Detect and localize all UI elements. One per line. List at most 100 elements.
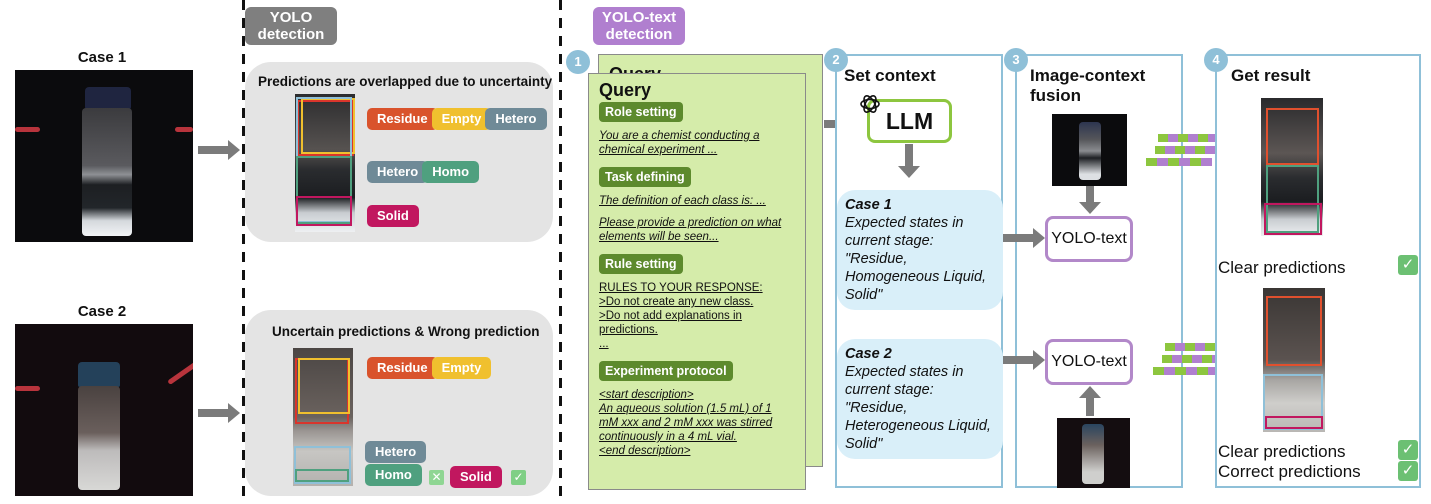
query-section-text: RULES TO YOUR RESPONSE:>Do not create an… <box>599 282 763 350</box>
query-section-text: <start description>An aqueous solution (… <box>599 389 773 457</box>
token <box>1155 146 1165 154</box>
token <box>1208 367 1219 375</box>
yolo-panel-case2: Uncertain predictions & Wrong prediction… <box>245 310 553 496</box>
case2-title: Case 2 <box>77 303 127 320</box>
query-section-label: Experiment protocol <box>599 361 733 381</box>
label-row: Hetero <box>365 441 427 463</box>
token <box>1192 355 1202 363</box>
token <box>1188 134 1198 142</box>
dashed-divider <box>242 0 245 504</box>
tube <box>15 127 40 132</box>
token-row <box>1162 355 1222 363</box>
llm-box: LLM <box>867 99 952 143</box>
result-case1-text: Clear predictions <box>1218 258 1346 277</box>
token <box>1157 158 1168 166</box>
token <box>1146 158 1157 166</box>
token <box>1195 146 1205 154</box>
context-case-text: Expected states in current stage: "Resid… <box>845 364 991 452</box>
bbox-homo <box>296 156 352 224</box>
bbox-empty <box>298 358 350 414</box>
bbox-homo <box>295 469 349 482</box>
token <box>1175 367 1186 375</box>
token <box>1205 146 1215 154</box>
vial <box>78 386 120 490</box>
token <box>1168 158 1179 166</box>
token <box>1201 158 1212 166</box>
cross-mark-icon: ✕ <box>429 470 444 485</box>
context-case-title: Case 1 <box>845 197 892 213</box>
token <box>1202 355 1212 363</box>
token <box>1190 158 1201 166</box>
context-case1-card: Case 1 Expected states in current stage:… <box>837 190 1003 310</box>
token <box>1164 367 1175 375</box>
case2-thumbnail <box>1057 418 1130 488</box>
bbox-solid <box>1264 203 1322 235</box>
tube <box>167 357 193 386</box>
token <box>1178 134 1188 142</box>
token <box>1185 343 1195 351</box>
label-chip-solid: Solid <box>367 205 419 227</box>
context-case-title: Case 2 <box>845 346 892 362</box>
dashed-divider <box>559 0 562 504</box>
vial-crop <box>295 94 355 232</box>
token <box>1165 146 1175 154</box>
token <box>1168 134 1178 142</box>
vial-cap <box>78 362 120 387</box>
result-case2-text: Correct predictions <box>1218 462 1361 481</box>
vial <box>82 108 132 236</box>
token-row <box>1146 158 1212 166</box>
tube <box>175 127 193 132</box>
label-chip-residue: Residue <box>367 108 438 130</box>
token <box>1179 158 1190 166</box>
panel-title: Uncertain predictions & Wrong prediction <box>272 324 540 339</box>
query-section-label: Role setting <box>599 102 683 122</box>
case2-photo <box>15 324 193 496</box>
query-section-label: Rule setting <box>599 254 683 274</box>
query-section-text: The definition of each class is: ... <box>599 195 766 207</box>
yolo-text-model-box: YOLO-text <box>1045 339 1133 385</box>
token <box>1182 355 1192 363</box>
query-section-label: Task defining <box>599 167 691 187</box>
bbox-hetero <box>1263 374 1323 430</box>
label-row: Homo <box>365 464 422 486</box>
bbox-residue <box>1266 108 1319 165</box>
result-panel: Get result Clear predictions ✓ Clear pre… <box>1215 54 1421 488</box>
context-case-text: Expected states in current stage: "Resid… <box>845 215 987 303</box>
case1-title: Case 1 <box>77 49 127 66</box>
yolo-text-model-box: YOLO-text <box>1045 216 1133 262</box>
token <box>1197 367 1208 375</box>
arrow-right <box>1003 228 1045 248</box>
arrow-down <box>898 144 920 180</box>
label-chip-hetero: Hetero <box>365 441 427 463</box>
token <box>1175 146 1185 154</box>
token <box>1198 134 1208 142</box>
bbox-hetero <box>294 446 351 484</box>
query-back-title: Query <box>609 64 662 75</box>
step-2-badge: 2 <box>824 48 848 72</box>
bbox-solid <box>1265 416 1323 429</box>
vial-crop <box>293 348 353 486</box>
arrow-right <box>1003 350 1045 370</box>
token <box>1153 367 1164 375</box>
token <box>1208 134 1218 142</box>
token-row <box>1158 134 1218 142</box>
panel-title: Predictions are overlapped due to uncert… <box>258 74 553 89</box>
token <box>1195 343 1205 351</box>
label-row: Solid <box>367 205 419 227</box>
check-mark-icon: ✓ <box>1398 440 1418 460</box>
llm-label: LLM <box>885 108 934 134</box>
token-row <box>1155 146 1215 154</box>
fusion-title: Image-context fusion <box>1030 66 1146 105</box>
token <box>1158 134 1168 142</box>
bbox-empty <box>301 98 355 154</box>
token <box>1186 367 1197 375</box>
bbox-solid <box>296 196 352 226</box>
arrow-right <box>198 140 240 160</box>
case1-photo <box>15 70 193 242</box>
label-row: Solid <box>450 466 502 488</box>
arrow-right <box>198 403 240 423</box>
result-case2-text: Clear predictions <box>1218 442 1346 461</box>
